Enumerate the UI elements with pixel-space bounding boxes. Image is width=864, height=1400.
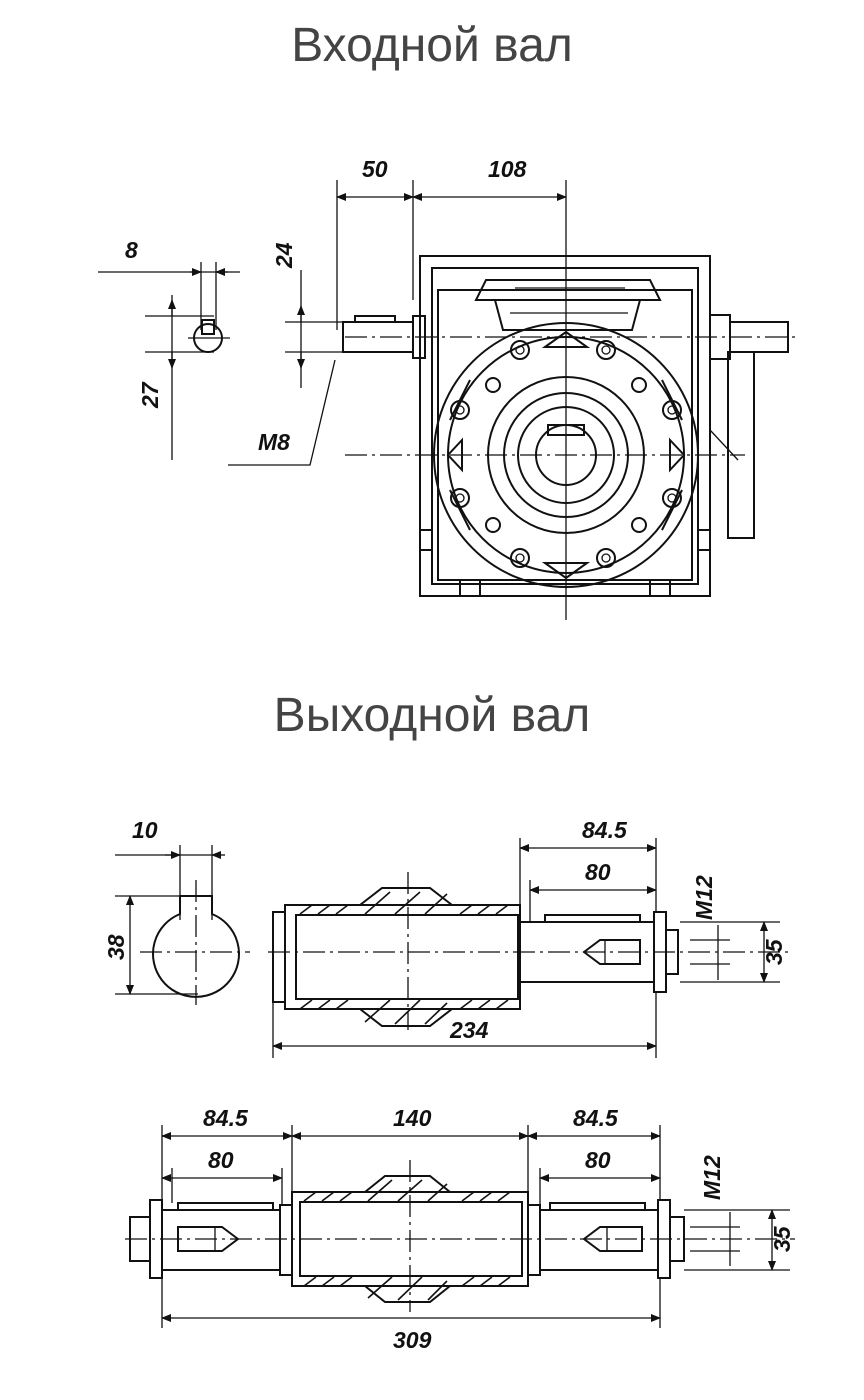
dim-input-key-width: 8 xyxy=(125,237,138,263)
dim-single-thread: M12 xyxy=(691,875,717,920)
dim-output-shaft-dia: 38 xyxy=(103,934,129,960)
dim-double-left-shaft: 80 xyxy=(208,1147,234,1173)
double-output-shaft xyxy=(125,1125,795,1328)
dim-single-shaft: 80 xyxy=(585,859,611,885)
dim-double-right-overall: 84.5 xyxy=(573,1105,619,1131)
dim-double-center: 140 xyxy=(393,1105,432,1131)
dim-output-key-width: 10 xyxy=(132,817,158,843)
output-shaft-title: Выходной вал xyxy=(273,689,591,742)
single-output-shaft xyxy=(268,838,790,1058)
dim-input-thread: M8 xyxy=(258,429,290,455)
output-key-section xyxy=(115,845,250,1005)
dim-double-length: 309 xyxy=(393,1327,432,1353)
dim-single-overall: 84.5 xyxy=(582,817,628,843)
dim-single-length: 234 xyxy=(449,1017,489,1043)
input-key-section xyxy=(98,262,240,460)
dim-input-shaft-length: 50 xyxy=(362,156,388,182)
dim-input-center-distance: 108 xyxy=(488,156,527,182)
gearbox-view xyxy=(342,255,800,597)
dim-double-thread: M12 xyxy=(699,1155,725,1200)
dim-double-right-shaft: 80 xyxy=(585,1147,611,1173)
input-dimensions xyxy=(228,180,567,620)
input-shaft-title: Входной вал xyxy=(291,19,573,72)
dim-input-shaft-dia: 27 xyxy=(137,381,163,409)
dim-double-dia: 35 xyxy=(769,1225,795,1252)
dim-single-dia: 35 xyxy=(761,938,787,965)
dim-input-key-height: 24 xyxy=(271,242,297,269)
dim-double-left-overall: 84.5 xyxy=(203,1105,249,1131)
